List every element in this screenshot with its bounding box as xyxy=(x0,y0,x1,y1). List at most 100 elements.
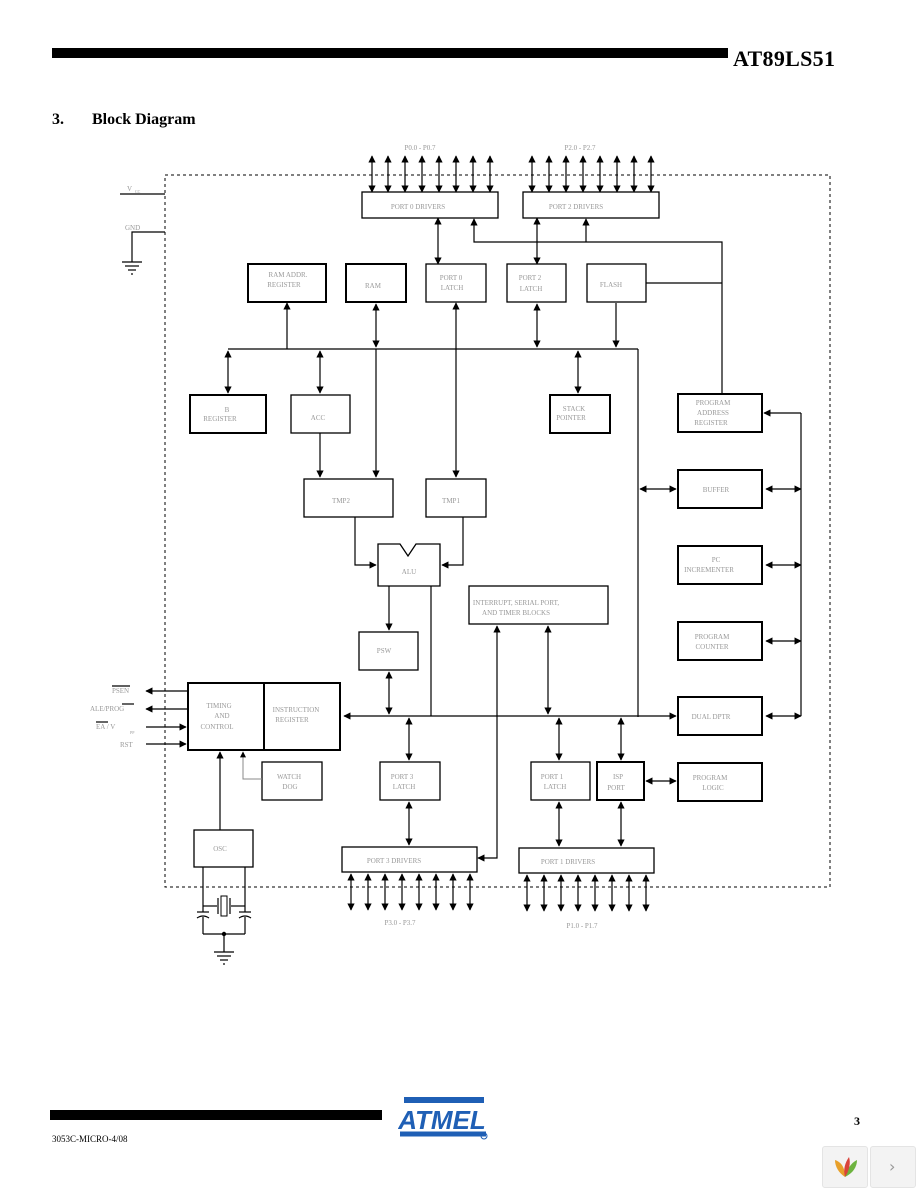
port1-drivers-label: PORT 1 DRIVERS xyxy=(541,858,595,866)
pc-incrementer-label: PC xyxy=(712,556,721,564)
port3-drivers-label: PORT 3 DRIVERS xyxy=(367,857,421,865)
timing-label-3: CONTROL xyxy=(200,723,233,731)
program-logic-box xyxy=(677,762,763,802)
port0-pins xyxy=(368,155,494,193)
timing-label-2: AND xyxy=(214,712,229,720)
ram-addr-label: RAM ADDR. xyxy=(269,271,308,279)
program-counter-box xyxy=(677,621,763,661)
port1-latch-box xyxy=(530,761,591,801)
port3-latch-box xyxy=(379,761,441,801)
port0-pins-label: P0.0 - P0.7 xyxy=(404,144,436,152)
program-counter-label: PROGRAM xyxy=(695,633,730,641)
vcc-pin-label: V xyxy=(127,185,132,193)
port2-latch-label-2: LATCH xyxy=(520,285,543,293)
psw-box xyxy=(358,631,419,671)
ea-vpp-pin-sub: PP xyxy=(130,730,135,735)
b-register-label: B xyxy=(225,406,230,414)
watchdog-label: WATCH xyxy=(277,773,301,781)
program-address-label-2: ADDRESS xyxy=(697,409,729,417)
program-logic-label: PROGRAM xyxy=(693,774,728,782)
dual-dptr-label: DUAL DPTR xyxy=(692,713,731,721)
ground-symbol-top xyxy=(122,261,142,275)
port3-latch-label-2: LATCH xyxy=(393,783,416,791)
port3-pins-label: P3.0 - P3.7 xyxy=(384,919,416,927)
tmp2-box xyxy=(303,478,394,518)
port1-latch-label-2: LATCH xyxy=(544,783,567,791)
timing-label: TIMING xyxy=(206,702,231,710)
interrupt-label-2: AND TIMER BLOCKS xyxy=(482,609,550,617)
port1-latch-label: PORT 1 xyxy=(541,773,564,781)
program-counter-label-2: COUNTER xyxy=(695,643,728,651)
port1-pins-label: P1.0 - P1.7 xyxy=(566,922,598,930)
viewer-logo-button[interactable] xyxy=(822,1146,868,1188)
isp-port-label: ISP xyxy=(613,773,623,781)
port2-drivers-box xyxy=(522,191,660,219)
isp-port-box xyxy=(596,761,645,801)
ea-vpp-pin-label: EA / V xyxy=(96,723,115,731)
interrupt-serial-timer-box xyxy=(468,585,609,625)
chip-boundary xyxy=(164,174,831,888)
chevron-right-icon: › xyxy=(889,1157,896,1176)
program-logic-label-2: LOGIC xyxy=(702,784,724,792)
section-number: 3. xyxy=(52,111,64,128)
viewer-navigation: › xyxy=(822,1146,918,1188)
osc-box xyxy=(193,829,254,868)
program-address-register-box xyxy=(677,393,763,433)
dual-dptr-box xyxy=(677,696,763,736)
port0-drivers-label: PORT 0 DRIVERS xyxy=(391,203,445,211)
timing-control-box xyxy=(187,682,265,751)
port2-pins xyxy=(528,155,655,193)
b-register-label-2: REGISTER xyxy=(203,415,237,423)
watchdog-box xyxy=(261,761,323,801)
port2-latch-label: PORT 2 xyxy=(519,274,542,282)
watchdog-label-2: DOG xyxy=(282,783,297,791)
acc-label: ACC xyxy=(311,414,326,422)
port2-drivers-label: PORT 2 DRIVERS xyxy=(549,203,603,211)
program-address-label-3: REGISTER xyxy=(694,419,728,427)
instruction-register-box xyxy=(263,682,341,751)
port0-drivers-box xyxy=(361,191,499,219)
buffer-label: BUFFER xyxy=(703,486,730,494)
document-number: 3053C-MICRO-4/08 xyxy=(52,1134,128,1144)
svg-text:ATMEL: ATMEL xyxy=(398,1105,486,1135)
rst-pin-label: RST xyxy=(120,741,134,749)
footer-rule xyxy=(50,1110,382,1120)
port0-latch-label: PORT 0 xyxy=(440,274,463,282)
program-address-label: PROGRAM xyxy=(696,399,731,407)
stack-pointer-label: STACK xyxy=(563,405,585,413)
vcc-pin-sub: CC xyxy=(135,189,141,194)
port0-latch-box xyxy=(425,263,487,303)
psen-pin-label: PSEN xyxy=(112,687,129,695)
psw-label: PSW xyxy=(377,647,392,655)
instruction-register-label-2: REGISTER xyxy=(275,716,309,724)
flash-label: FLASH xyxy=(600,281,622,289)
gnd-pin-label: GND xyxy=(125,224,140,232)
instruction-register-label: INSTRUCTION xyxy=(273,706,320,714)
next-page-button[interactable]: › xyxy=(870,1146,916,1188)
port0-latch-label-2: LATCH xyxy=(441,284,464,292)
interrupt-label: INTERRUPT, SERIAL PORT, xyxy=(473,599,559,607)
ale-prog-pin-label: ALE/PROG xyxy=(90,705,124,713)
pc-incrementer-label-2: INCREMENTER xyxy=(684,566,734,574)
leaf-logo-icon xyxy=(835,1157,857,1177)
tmp2-label: TMP2 xyxy=(332,497,350,505)
port2-latch-box xyxy=(506,263,567,303)
crystal-oscillator-circuit xyxy=(196,867,252,965)
ram-box xyxy=(345,263,407,303)
page-number: 3 xyxy=(854,1114,860,1128)
alu-shape xyxy=(377,543,441,587)
ram-addr-label-2: REGISTER xyxy=(267,281,301,289)
isp-port-label-2: PORT xyxy=(607,784,625,792)
b-register-box xyxy=(189,394,267,434)
buffer-box xyxy=(677,469,763,509)
port3-drivers-box xyxy=(341,846,478,873)
tmp1-label: TMP1 xyxy=(442,497,460,505)
stack-pointer-label-2: POINTER xyxy=(556,414,586,422)
header-rule xyxy=(52,48,728,58)
pc-incrementer-box xyxy=(677,545,763,585)
port3-pins xyxy=(347,873,474,911)
section-title: Block Diagram xyxy=(92,111,196,128)
ram-label: RAM xyxy=(365,282,382,290)
port1-drivers-box xyxy=(518,847,655,874)
port2-pins-label: P2.0 - P2.7 xyxy=(564,144,596,152)
